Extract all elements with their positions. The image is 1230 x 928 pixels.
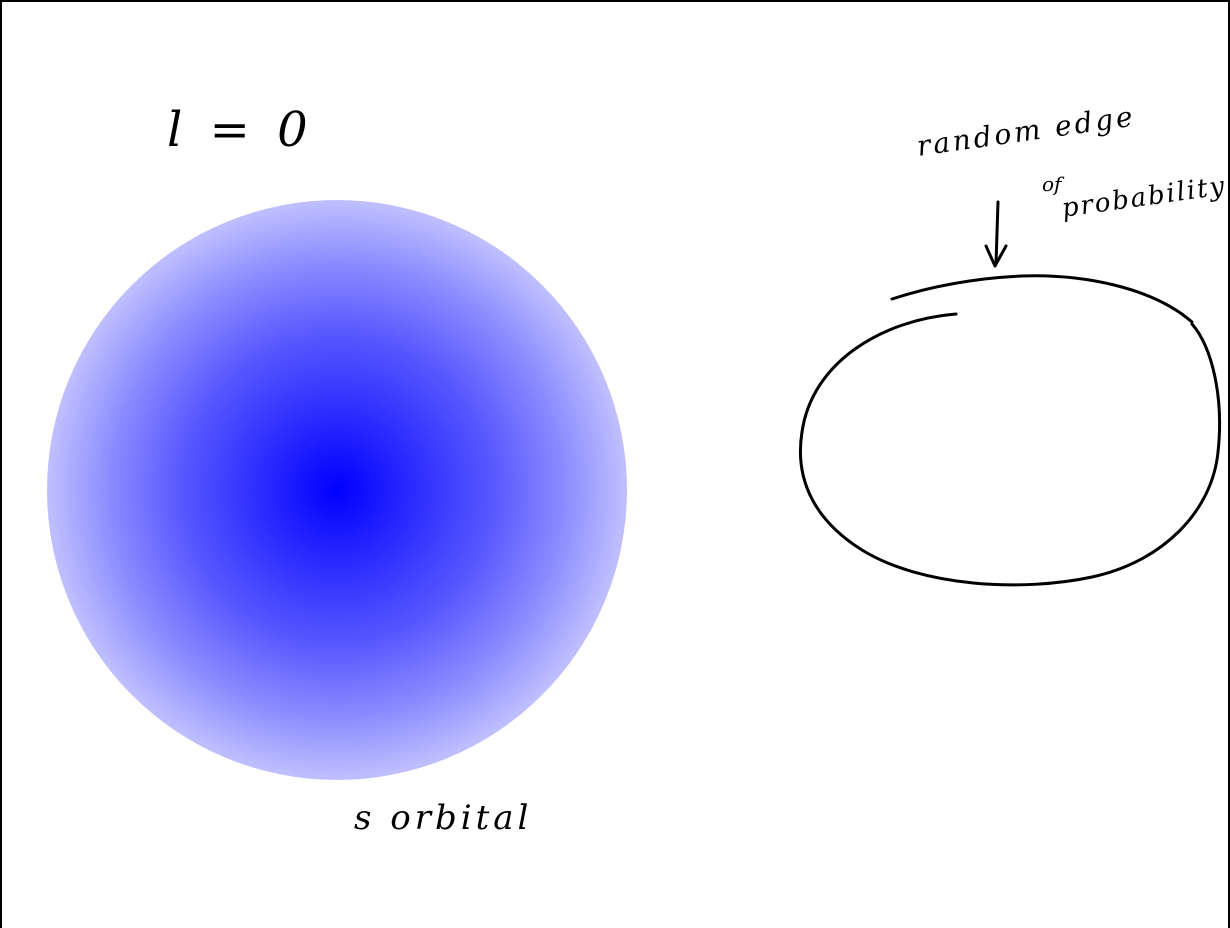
down-arrow-icon — [984, 200, 1008, 268]
orbital-caption: s orbital — [354, 798, 533, 838]
quantum-number-label: l = 0 — [167, 102, 314, 158]
annotation-of: of — [1042, 172, 1062, 196]
s-orbital-cloud — [47, 200, 627, 780]
outer-edge-stroke — [890, 274, 1194, 324]
probability-boundary-outline — [798, 312, 1222, 587]
